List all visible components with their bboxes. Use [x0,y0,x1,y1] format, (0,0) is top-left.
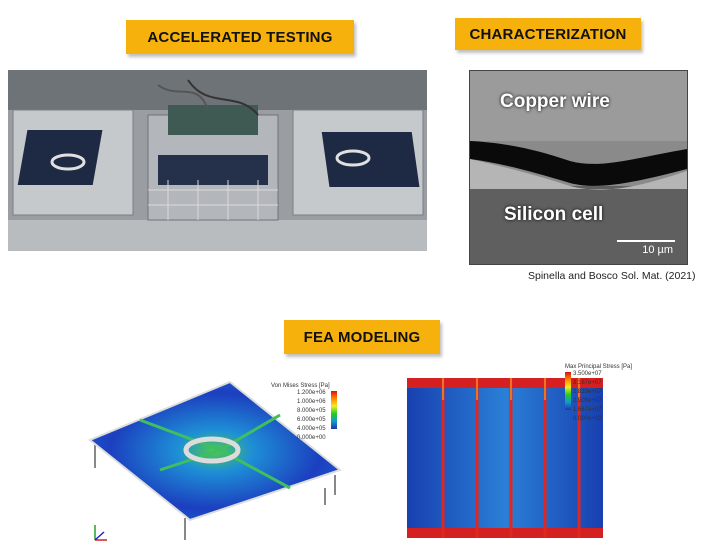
von-mises-legend: Von Mises Stress [Pa] 1.200e+06 1.000e+0… [271,383,337,443]
max-principal-colorbar [565,372,571,410]
von-mises-tick: 0.000e+00 [297,435,326,441]
fea-module-stress-render [80,370,360,550]
accelerated-testing-banner: ACCELERATED TESTING [126,20,354,54]
copper-wire-label: Copper wire [500,91,610,112]
max-principal-legend-title: Max Principal Stress [Pa] [565,364,633,370]
von-mises-tick: 8.000e+05 [297,408,326,414]
von-mises-tick: 1.200e+06 [297,390,326,396]
max-principal-tick: 3.167e+07 [573,380,602,386]
accelerated-testing-photo [8,70,427,251]
von-mises-tick: 4.000e+05 [297,426,326,432]
characterization-banner: CHARACTERIZATION [455,18,641,50]
von-mises-tick: 6.000e+05 [297,417,326,423]
scale-bar [617,240,675,242]
max-principal-tick: 0.000e+00 [573,416,602,422]
citation: Spinella and Bosco Sol. Mat. (2021) [528,270,696,282]
fea-cell-stress-render [385,360,630,555]
von-mises-legend-title: Von Mises Stress [Pa] [271,383,330,389]
silicon-cell-label: Silicon cell [504,204,604,225]
scale-label: 10 µm [642,244,673,256]
max-principal-tick: 2.500e+07 [573,398,602,404]
fea-modeling-banner: FEA MODELING [284,320,440,354]
sem-micrograph: Copper wire Silicon cell 10 µm [469,70,688,265]
von-mises-tick: 1.000e+06 [297,399,326,405]
max-principal-tick: 2.833e+07 [573,389,602,395]
max-principal-tick: 1.667e+07 [573,407,602,413]
max-principal-tick: 3.500e+07 [573,371,602,377]
von-mises-colorbar [331,391,337,429]
max-principal-legend: Max Principal Stress [Pa] 3.500e+07 3.16… [565,364,632,424]
